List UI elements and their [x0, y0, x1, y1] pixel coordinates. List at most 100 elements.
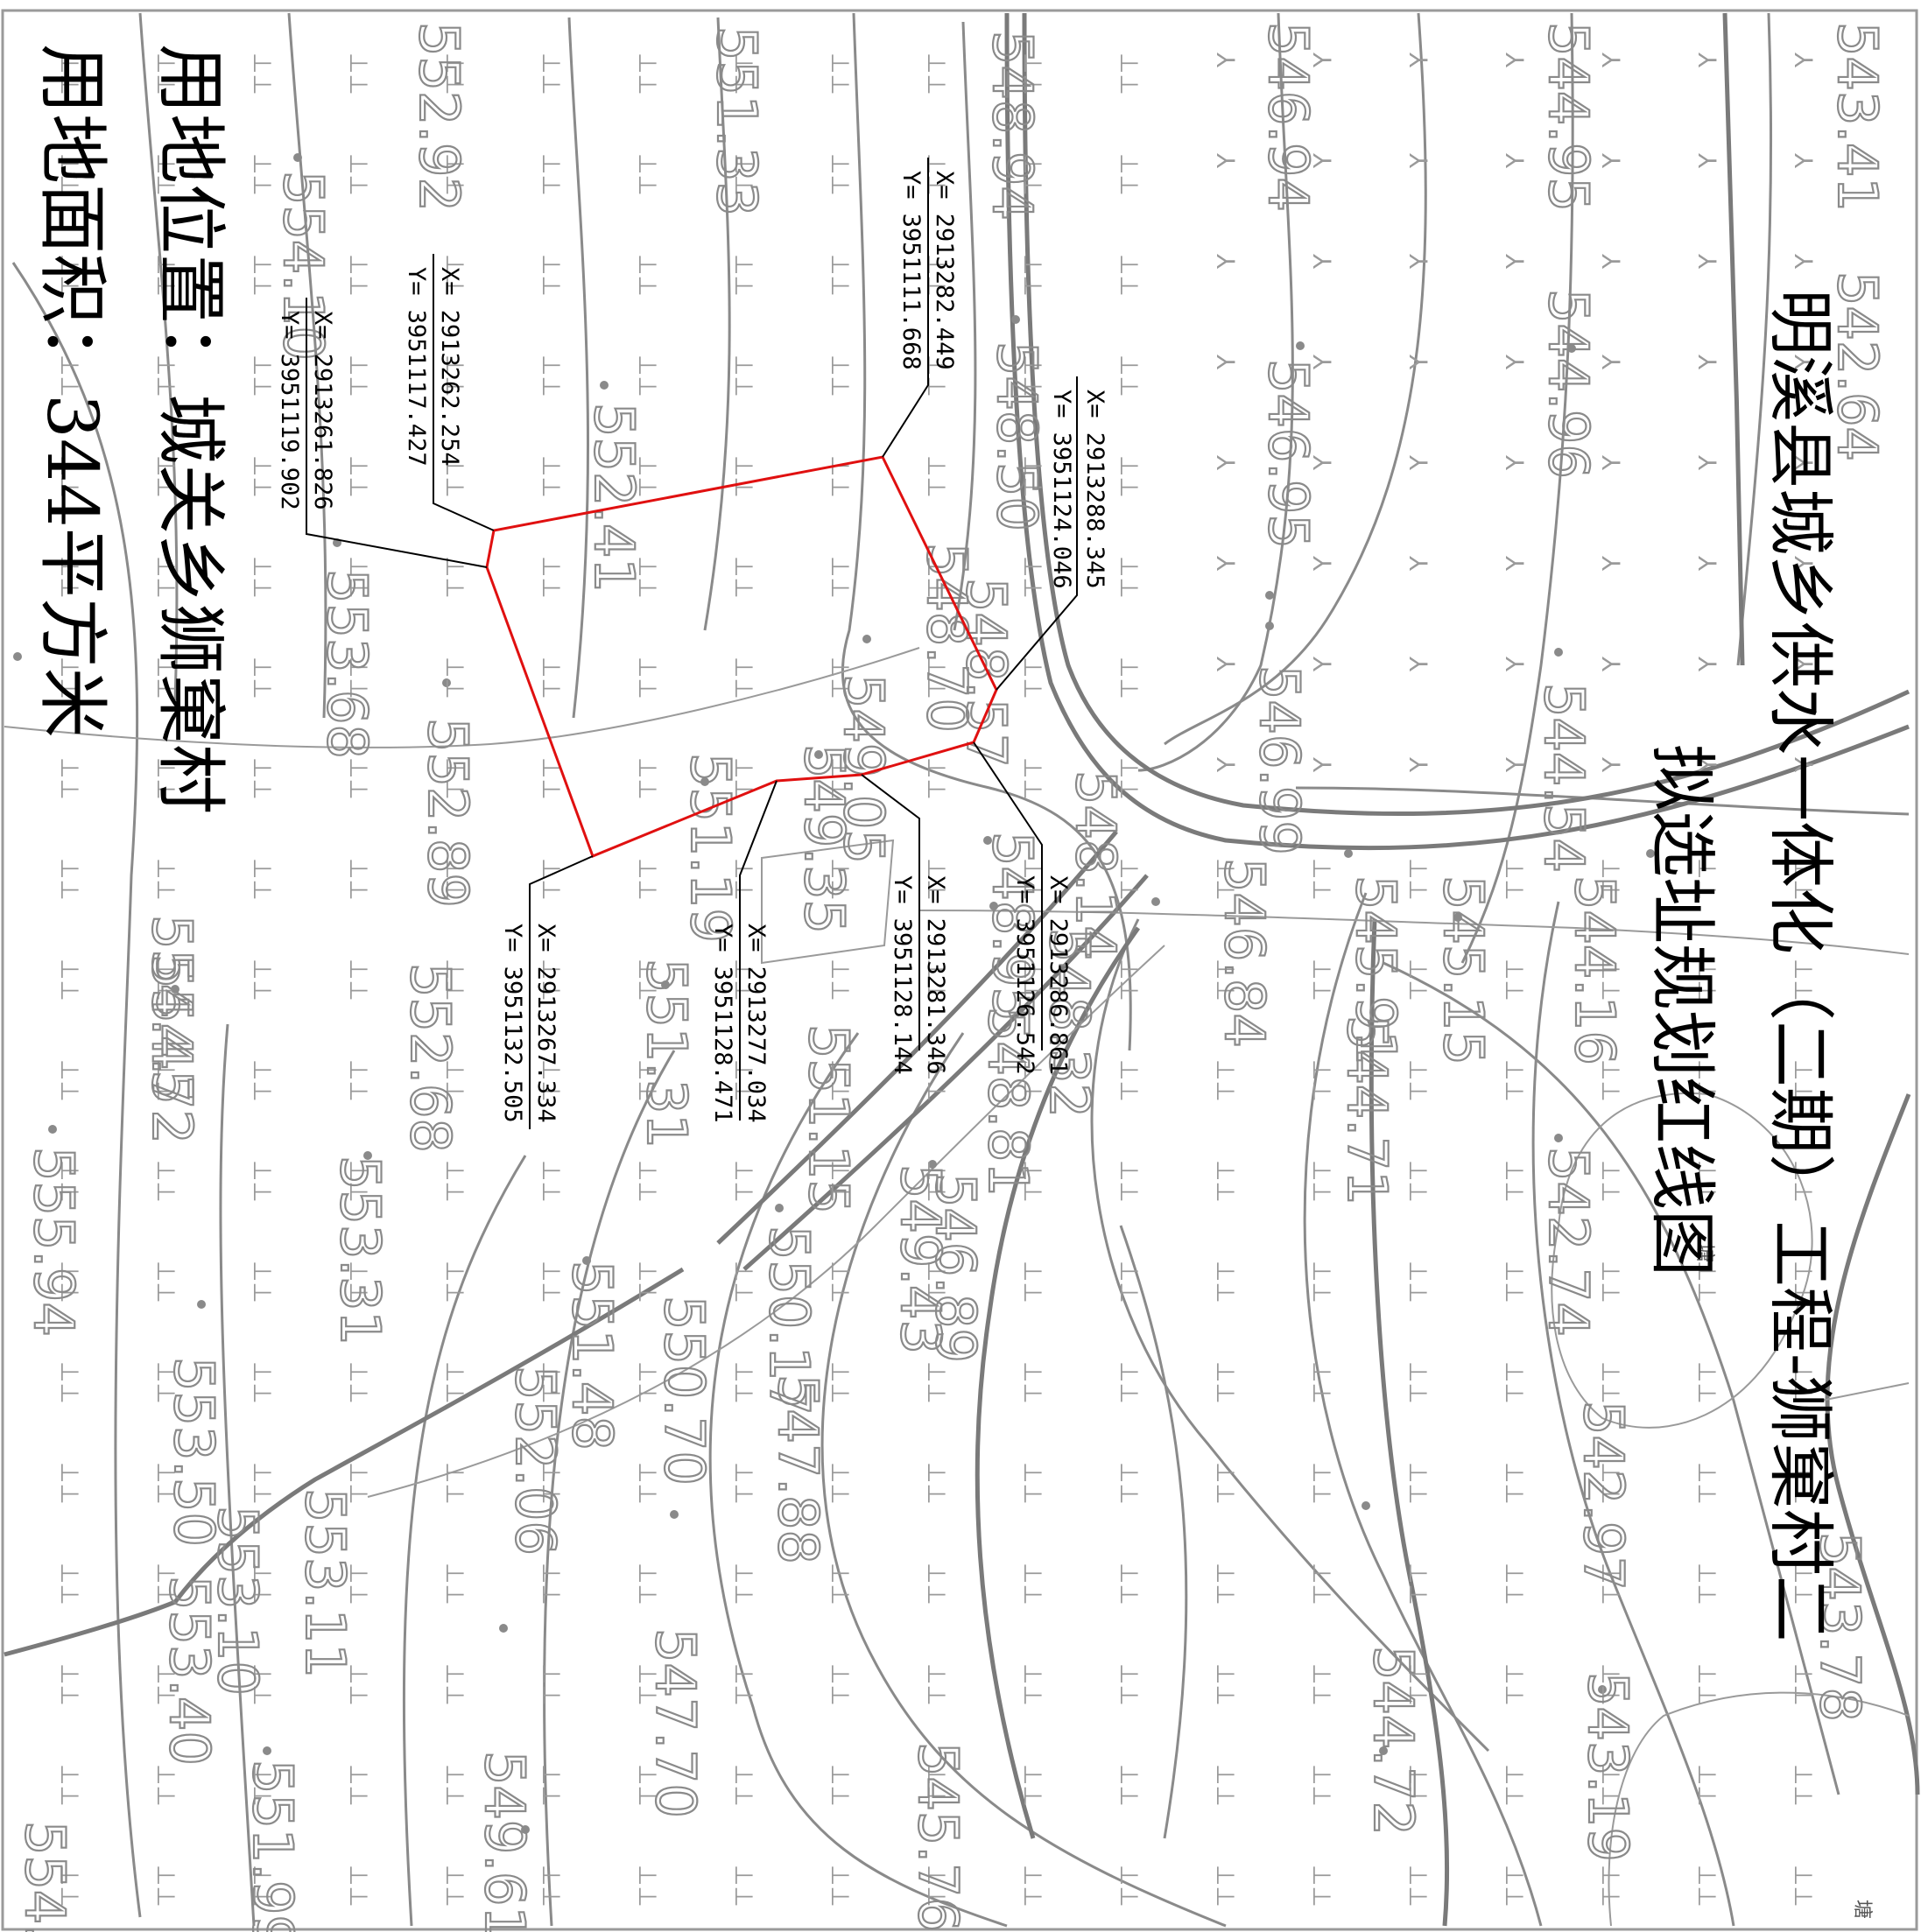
field-symbol: ⊥⊥: [1115, 53, 1143, 95]
coord-y-label: Y= 3951117.427: [403, 267, 430, 467]
elevation-label: 555.94: [22, 1147, 86, 1337]
field-symbol: ⊥⊥: [1018, 1361, 1047, 1404]
pond-mark-1: 塘: [1693, 1243, 1715, 1262]
field-symbol: ⊥⊥: [633, 1059, 662, 1102]
field-symbol: ⅄: [1789, 52, 1818, 68]
field-symbol: ⊥⊥: [537, 1361, 566, 1404]
field-symbol: ⊥⊥: [344, 355, 373, 397]
field-symbol: ⅄: [1692, 555, 1721, 572]
field-symbol: ⊥⊥: [729, 1663, 758, 1706]
field-symbol: ⊥⊥: [922, 355, 951, 397]
field-symbol: ⅄: [1789, 253, 1818, 270]
coord-x-label: X= 2913286.861: [1045, 875, 1072, 1075]
field-symbol: ⊥⊥: [922, 959, 951, 1001]
field-symbol: ⅄: [1404, 555, 1432, 572]
field-symbol: ⊥⊥: [1115, 1160, 1143, 1203]
field-symbol: ⊥⊥: [248, 858, 277, 901]
field-symbol: ⊥⊥: [55, 355, 84, 397]
field-symbol: ⊥⊥: [826, 455, 855, 498]
field-symbol: ⊥⊥: [1692, 1462, 1721, 1505]
field-symbol: ⊥⊥: [537, 455, 566, 498]
field-symbol: ⅄: [1404, 152, 1432, 169]
field-symbol: ⊥⊥: [826, 1663, 855, 1706]
field-symbol: ⊥⊥: [537, 1865, 566, 1907]
field-symbol: ⊥⊥: [729, 53, 758, 95]
field-symbol: ⊥⊥: [248, 1563, 277, 1605]
field-symbol: ⊥⊥: [537, 1160, 566, 1203]
field-symbol: ⊥⊥: [922, 254, 951, 297]
field-symbol: ⊥⊥: [537, 1764, 566, 1807]
field-symbol: ⊥⊥: [826, 1160, 855, 1203]
field-symbol: ⊥⊥: [440, 1563, 469, 1605]
field-symbol: ⊥⊥: [248, 1261, 277, 1303]
field-symbol: ⊥⊥: [537, 153, 566, 196]
elevation-label: 542.64: [1826, 271, 1889, 461]
field-symbol: ⅄: [1789, 756, 1818, 773]
field-symbol: ⊥⊥: [922, 153, 951, 196]
field-symbol: ⊥⊥: [151, 1160, 180, 1203]
elevation-label: 554.45: [140, 915, 204, 1105]
field-symbol: ⊥⊥: [55, 556, 84, 599]
field-symbol: ⊥⊥: [344, 1160, 373, 1203]
field-symbol: ⊥⊥: [248, 1663, 277, 1706]
field-symbol: ⊥⊥: [248, 959, 277, 1001]
field-symbol: ⊥⊥: [537, 657, 566, 699]
field-symbol: ⅄: [1789, 454, 1818, 471]
field-symbol: ⊥⊥: [1789, 1865, 1818, 1907]
field-symbol: ⊥⊥: [1500, 858, 1529, 901]
field-symbol: ⊥⊥: [344, 254, 373, 297]
field-symbol: ⅄: [1789, 354, 1818, 370]
field-symbol: ⊥⊥: [826, 1865, 855, 1907]
field-symbol: ⅄: [1307, 152, 1336, 169]
field-symbol: ⊥⊥: [55, 455, 84, 498]
elevation-label: 553.31: [328, 1156, 392, 1345]
field-symbol: ⊥⊥: [1115, 1764, 1143, 1807]
field-symbol: ⊥⊥: [344, 556, 373, 599]
map-subtitle: 拟选址规划红线图: [1643, 744, 1721, 1276]
field-symbol: ⊥⊥: [826, 254, 855, 297]
elevation-label: 554.72: [140, 954, 204, 1144]
field-symbol: ⊥⊥: [248, 657, 277, 699]
elevation-label: 548.70: [915, 543, 979, 733]
field-symbol: ⅄: [1307, 253, 1336, 270]
field-symbol: ⊥⊥: [826, 1563, 855, 1605]
field-symbol: ⅄: [1692, 354, 1721, 370]
field-symbol: ⊥⊥: [633, 1563, 662, 1605]
field-symbol: ⊥⊥: [922, 1160, 951, 1203]
field-symbol: ⊥⊥: [248, 1059, 277, 1102]
field-symbol: ⅄: [1692, 656, 1721, 672]
elevation-label: 554.27: [13, 1821, 77, 1932]
field-symbol: ⊥⊥: [344, 1059, 373, 1102]
field-symbol: ⅄: [1596, 756, 1625, 773]
field-symbol: ⊥⊥: [1692, 1261, 1721, 1303]
field-symbol: ⊥⊥: [1404, 1059, 1432, 1102]
field-symbol: ⊥⊥: [729, 1361, 758, 1404]
elevation-label: 552.89: [416, 718, 480, 908]
elevation-label: 553.11: [293, 1488, 357, 1678]
field-symbol: ⊥⊥: [344, 1563, 373, 1605]
field-symbol: ⊥⊥: [1404, 1160, 1432, 1203]
field-symbol: ⊥⊥: [1307, 1563, 1336, 1605]
elevation-label: 551.31: [635, 959, 699, 1149]
field-symbol: ⊥⊥: [1789, 959, 1818, 1001]
field-symbol: ⊥⊥: [537, 959, 566, 1001]
field-symbol: ⊥⊥: [248, 757, 277, 800]
elevation-label: 546.89: [924, 1173, 988, 1363]
field-symbol: ⊥⊥: [826, 556, 855, 599]
field-symbol: ⊥⊥: [633, 1764, 662, 1807]
field-symbol: ⊥⊥: [344, 53, 373, 95]
elevation-label: 551.19: [679, 753, 742, 943]
field-symbol: ⊥⊥: [1500, 1563, 1529, 1605]
field-symbol: ⊥⊥: [1307, 1361, 1336, 1404]
field-symbol: ⊥⊥: [826, 858, 855, 901]
field-symbol: ⊥⊥: [55, 1462, 84, 1505]
field-symbol: ⊥⊥: [151, 657, 180, 699]
field-symbol: ⊥⊥: [922, 1663, 951, 1706]
field-symbol: ⊥⊥: [1404, 1764, 1432, 1807]
field-symbol: ⊥⊥: [826, 355, 855, 397]
field-symbol: ⊥⊥: [344, 757, 373, 800]
coord-x-label: X= 2913282.449: [931, 171, 958, 370]
field-symbol: ⊥⊥: [248, 1160, 277, 1203]
field-symbol: ⊥⊥: [729, 153, 758, 196]
field-symbol: ⊥⊥: [1404, 1261, 1432, 1303]
